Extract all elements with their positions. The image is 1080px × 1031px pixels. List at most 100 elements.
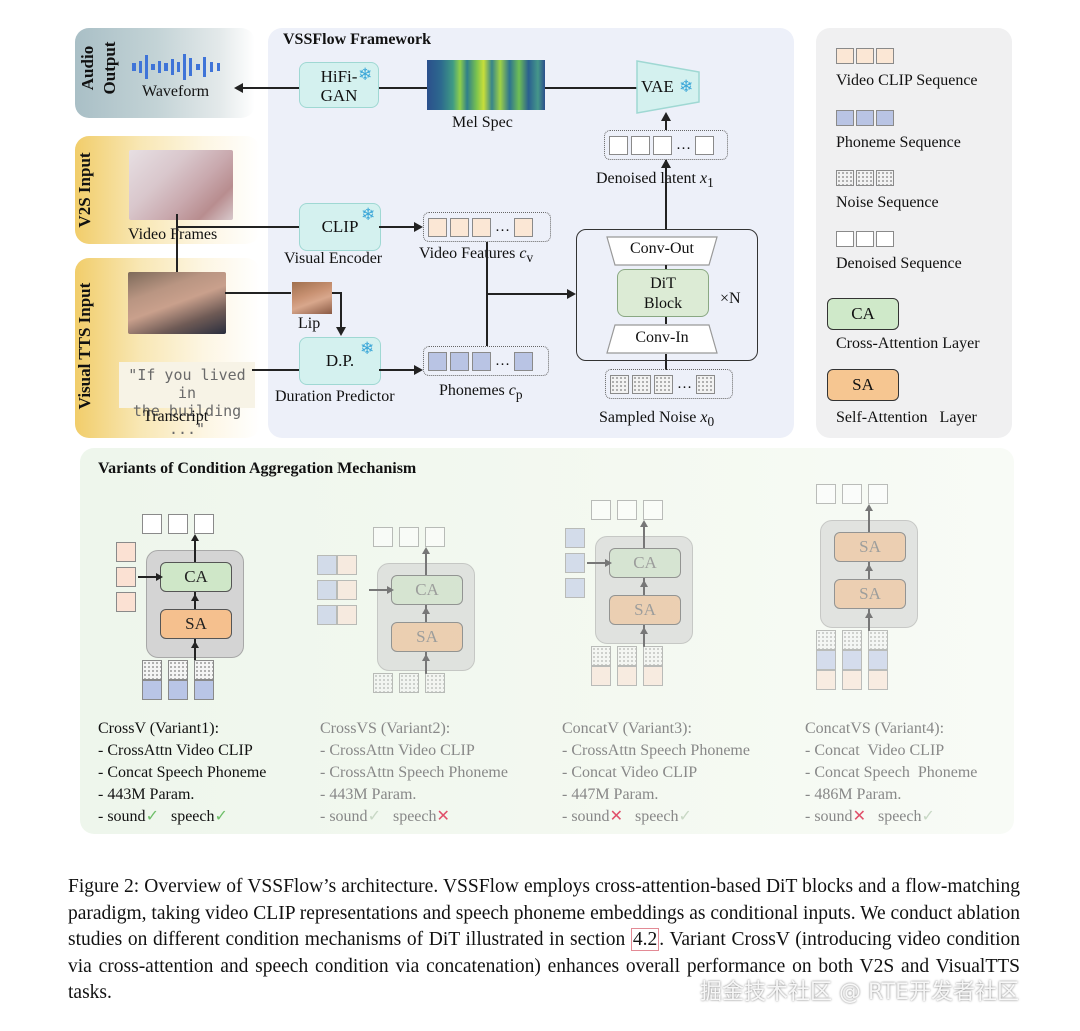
figure-caption: Figure 2: Overview of VSSFlow’s architec… <box>68 874 1020 1007</box>
denoised-output-cell <box>842 484 862 504</box>
arrow-line <box>486 293 568 295</box>
sequence-cell <box>450 217 469 237</box>
sound-label: - sound <box>562 808 610 825</box>
caption-text-2: . Variant CrossV (introducing video cond… <box>68 929 1020 1003</box>
arrow-line <box>379 369 417 371</box>
arrow-up-icon <box>864 611 873 618</box>
dp-label: D.P. <box>325 351 355 370</box>
waveform-label: Waveform <box>142 83 210 100</box>
video-condition-cell <box>337 580 357 600</box>
sequence-cell <box>514 217 533 237</box>
variant-detail: - Concat Speech Phoneme <box>805 764 978 781</box>
self-attention-layer: SA <box>834 579 906 609</box>
cross-icon: ✕ <box>609 808 623 825</box>
arrow-right-icon <box>605 558 612 567</box>
arrow-up-icon <box>864 504 873 511</box>
sequence-cell <box>609 135 628 155</box>
arrow-up-icon <box>421 547 430 554</box>
ellipsis: … <box>495 218 510 235</box>
noise-input-cell <box>425 673 445 693</box>
check-icon: ✓ <box>367 808 381 825</box>
sound-label: - sound <box>98 808 146 825</box>
legend-cell <box>876 48 894 64</box>
noise-input-cell <box>591 646 611 666</box>
video-features-text: Video Features <box>419 245 520 262</box>
connector-line <box>425 549 427 575</box>
phon-condition-cell <box>565 528 585 548</box>
arrow-right-icon <box>387 585 394 594</box>
connector-line <box>176 226 299 228</box>
denoised-output-cell <box>373 527 393 547</box>
variant-detail: - Concat Video CLIP <box>805 742 945 759</box>
denoised-output-cell <box>617 500 637 520</box>
noise-input-cell <box>643 646 663 666</box>
video-frames-label: Video Frames <box>128 226 218 243</box>
clip-encoder-box: CLIP <box>299 203 381 251</box>
arrow-right-icon <box>414 222 423 232</box>
conv-out-shape <box>606 236 718 266</box>
connector-line <box>587 562 607 564</box>
arrow-up-icon <box>661 159 671 168</box>
arrow-right-icon <box>567 289 576 299</box>
watermark: 掘金技术社区 @ RTE开发者社区 <box>700 980 1020 1005</box>
sequence-cell <box>653 135 672 155</box>
sequence-cell <box>631 135 650 155</box>
arrow-line <box>665 160 667 229</box>
legend-label: Video CLIP Sequence <box>836 72 978 89</box>
sequence-cell <box>610 374 629 394</box>
denoised-output-cell <box>868 484 888 504</box>
sampled-noise-sequence: … <box>605 369 733 399</box>
connector-line <box>665 265 667 269</box>
denoised-output-cell <box>425 527 445 547</box>
arrow-up-icon <box>639 627 648 634</box>
variant-detail: - 486M Param. <box>805 786 902 803</box>
speech-label: speech <box>170 808 215 825</box>
transcript-line-1: "If you lived in <box>128 366 246 402</box>
variant-name: ConcatV (Variant3): <box>562 720 692 737</box>
frozen-snowflake-icon: ❄ <box>358 65 373 84</box>
legend-sa-box: SA <box>827 369 899 401</box>
legend-cell <box>836 231 854 247</box>
video-condition-cell <box>116 542 136 562</box>
denoised-latent-text: Denoised latent <box>596 170 700 187</box>
phon-condition-cell <box>317 605 337 625</box>
arrow-up-icon <box>190 641 199 648</box>
phon-input-cell <box>868 650 888 670</box>
arrow-up-icon <box>421 654 430 661</box>
transcript-line-2: the building ..." <box>132 402 242 438</box>
video-condition-cell <box>116 567 136 587</box>
video-features-sequence: … <box>423 212 551 242</box>
caption-text-1: Figure 2: Overview of VSSFlow’s architec… <box>68 876 1020 950</box>
clip-label: CLIP <box>321 217 359 236</box>
arrow-line <box>242 87 299 89</box>
connector-line <box>194 536 196 562</box>
dit-block: DiT Block <box>617 269 709 317</box>
phon-condition-cell <box>317 555 337 575</box>
legend-cell <box>836 48 854 64</box>
connector-line <box>176 214 178 272</box>
self-attention-layer: SA <box>160 609 232 639</box>
cross-attention-layer: CA <box>391 575 463 605</box>
denoised-output-cell <box>399 527 419 547</box>
self-attention-layer: SA <box>391 622 463 652</box>
arrow-up-icon <box>639 520 648 527</box>
connector-line <box>665 354 667 370</box>
variant-name: ConcatVS (Variant4): <box>805 720 945 737</box>
speech-label: speech <box>634 808 679 825</box>
variant-name: CrossVS (Variant2): <box>320 720 451 737</box>
section-reference-link[interactable]: 4.2 <box>630 928 660 951</box>
noise-input-cell <box>816 630 836 650</box>
variant-detail: - 447M Param. <box>562 786 659 803</box>
check-icon: ✓ <box>145 808 159 825</box>
arrow-right-icon <box>156 572 163 581</box>
times-n-label: ×N <box>720 290 741 307</box>
math-sub: 1 <box>707 175 714 191</box>
noise-input-cell <box>142 660 162 680</box>
phonemes-label: Phonemes cp <box>439 382 523 403</box>
legend-ca-label: Cross-Attention Layer <box>836 335 980 352</box>
connector-line <box>868 506 870 532</box>
connector-line <box>194 639 196 661</box>
video-frames-image <box>129 150 233 220</box>
noise-input-cell <box>617 646 637 666</box>
denoised-latent-label: Denoised latent x1 <box>596 170 714 191</box>
